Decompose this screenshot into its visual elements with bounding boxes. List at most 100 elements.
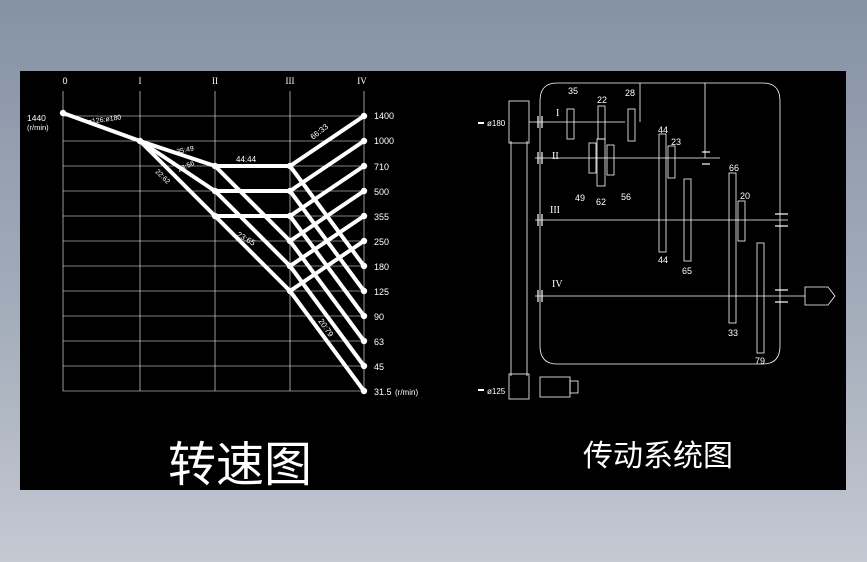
speed-ray <box>288 239 366 293</box>
motor-body <box>539 376 571 398</box>
shaft-label-2: II <box>212 76 218 86</box>
gear-49 <box>588 142 597 174</box>
speed-label-45: 45 <box>374 362 384 372</box>
spindle-tip <box>804 286 836 306</box>
speed-ray <box>288 289 366 393</box>
speed-node <box>360 262 368 270</box>
input-speed-label: 1440 <box>27 113 46 123</box>
speed-label-125: 125 <box>374 287 389 297</box>
speed-ray <box>288 214 366 268</box>
speed-node <box>360 212 368 220</box>
speed-ray <box>138 139 217 168</box>
gear-label-66: 66 <box>729 163 739 173</box>
pulley-upper <box>508 100 530 144</box>
speed-label-180: 180 <box>374 262 389 272</box>
gear-label-28: 28 <box>625 88 635 98</box>
speed-ray <box>213 214 292 293</box>
speed-node <box>211 212 219 220</box>
gear-label-33: 33 <box>728 328 738 338</box>
drawing-svg: 0 I II III IV 1440 (r/min) 1400 1000 710… <box>27 76 836 490</box>
speed-label-1400: 1400 <box>374 111 394 121</box>
speed-label-355: 355 <box>374 212 389 222</box>
gear-65 <box>683 178 692 262</box>
speed-ray <box>288 139 366 193</box>
output-speed-unit: (r/min) <box>395 388 418 397</box>
gear-56 <box>606 144 615 176</box>
motor-shaft <box>569 380 579 394</box>
speed-label-250: 250 <box>374 237 389 247</box>
gear-label-49: 49 <box>575 193 585 203</box>
gear-79 <box>756 242 765 354</box>
pulley-lower <box>508 373 530 400</box>
shaft-label-3: III <box>286 76 295 86</box>
pulley-top-label: ø180 <box>487 119 506 128</box>
gear-label-23: 23 <box>671 137 681 147</box>
speed-ray <box>288 114 366 168</box>
speed-node <box>136 137 144 145</box>
speed-ray <box>138 139 217 193</box>
speed-node <box>360 162 368 170</box>
speed-node <box>211 162 219 170</box>
speed-node <box>286 162 294 170</box>
speed-node <box>286 237 294 245</box>
ratio-label-35-49: 35:49 <box>176 145 195 156</box>
speed-node <box>360 362 368 370</box>
speed-node <box>360 112 368 120</box>
speed-label-1000: 1000 <box>374 136 394 146</box>
transmission-diagram <box>478 82 836 400</box>
gear-label-35: 35 <box>568 86 578 96</box>
speed-chart-title: 转速图 <box>168 439 312 490</box>
gearbox-frame <box>539 82 781 365</box>
speed-label-500: 500 <box>374 187 389 197</box>
shaft-label-I: I <box>556 108 559 119</box>
speed-chart-grid <box>62 91 365 392</box>
gear-label-44-top: 44 <box>658 125 668 135</box>
speed-ray <box>138 139 217 218</box>
output-speed-labels: 1400 1000 710 500 355 250 180 125 90 63 … <box>374 111 394 397</box>
gear-label-62: 62 <box>596 197 606 207</box>
speed-node <box>211 187 219 195</box>
gear-28 <box>627 108 636 142</box>
input-speed-unit: (r/min) <box>27 123 49 132</box>
speed-ray <box>288 164 366 218</box>
gear-label-79: 79 <box>755 356 765 366</box>
gear-label-20: 20 <box>740 191 750 201</box>
speed-label-63: 63 <box>374 337 384 347</box>
speed-node <box>286 262 294 270</box>
speed-ray <box>213 164 292 243</box>
speed-rays <box>61 111 366 393</box>
transmission-title: 传动系统图 <box>583 440 733 473</box>
gear-22 <box>597 105 606 140</box>
gear-20 <box>737 200 746 242</box>
gear-66-33 <box>728 172 737 324</box>
shaft-label-III: III <box>550 205 560 216</box>
bearings <box>537 116 788 303</box>
speed-label-31-5: 31.5 <box>374 387 392 397</box>
drawing-canvas: 0 I II III IV 1440 (r/min) 1400 1000 710… <box>20 71 846 490</box>
speed-chart: 0 I II III IV 1440 (r/min) 1400 1000 710… <box>27 76 418 490</box>
gear-23 <box>667 145 676 179</box>
speed-node <box>360 287 368 295</box>
speed-ray <box>61 111 142 143</box>
speed-node <box>360 137 368 145</box>
transmission-labels: ø180 ø125 I II III IV 35 22 28 49 62 56 … <box>487 86 765 473</box>
speed-node <box>286 212 294 220</box>
speed-label-90: 90 <box>374 312 384 322</box>
shaft-label-0: 0 <box>62 76 67 86</box>
gear-label-65: 65 <box>682 266 692 276</box>
speed-node <box>360 337 368 345</box>
speed-node <box>360 187 368 195</box>
gear-label-22: 22 <box>597 95 607 105</box>
speed-node <box>360 387 368 395</box>
speed-nodes <box>59 109 368 395</box>
speed-node <box>59 109 67 117</box>
gear-35 <box>566 108 575 140</box>
gear-62 <box>596 138 606 187</box>
speed-node <box>360 312 368 320</box>
speed-label-710: 710 <box>374 162 389 172</box>
gear-44-upper <box>658 133 667 253</box>
speed-node <box>286 187 294 195</box>
shaft-label-4: IV <box>357 76 367 86</box>
gear-label-44-bottom: 44 <box>658 255 668 265</box>
shaft-label-II: II <box>552 151 559 162</box>
